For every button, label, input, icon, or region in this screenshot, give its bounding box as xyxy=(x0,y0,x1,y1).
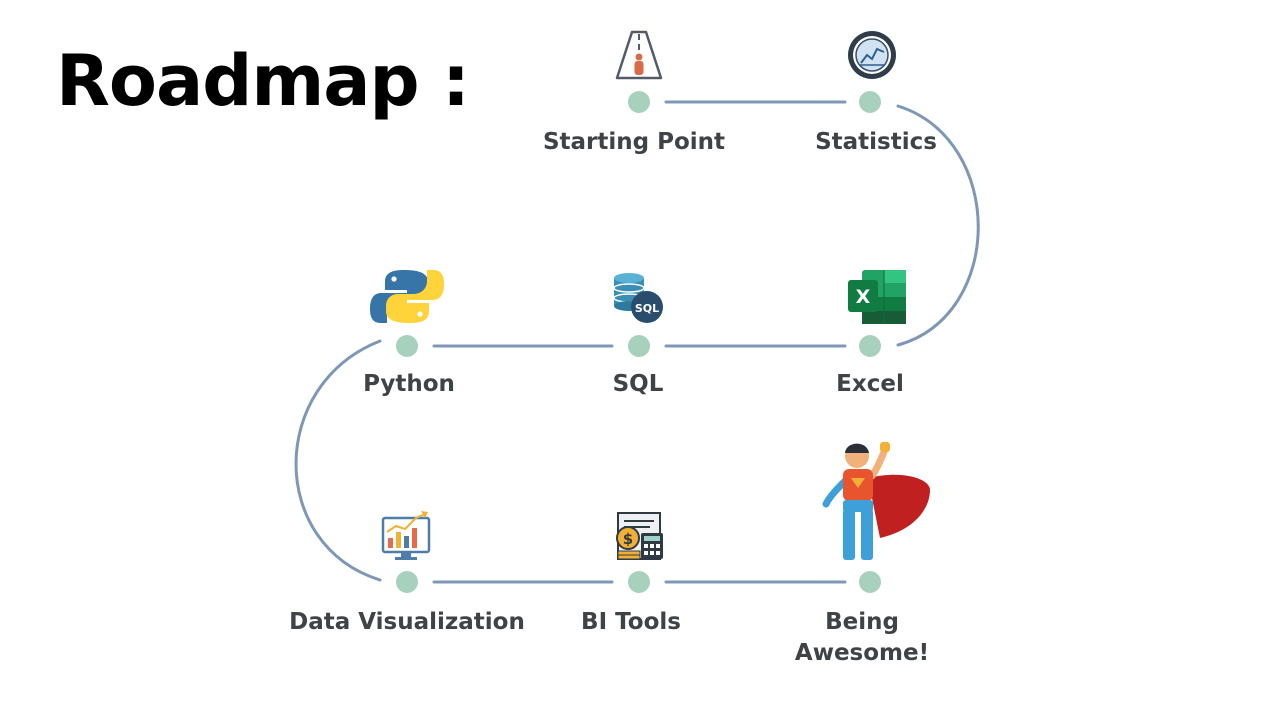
step-label-data-visualization: Data Visualization xyxy=(289,609,525,635)
node-python xyxy=(396,335,418,357)
excel-icon: X xyxy=(848,270,906,324)
node-bi-tools xyxy=(628,571,650,593)
connector-curve xyxy=(294,339,382,582)
node-starting-point xyxy=(628,91,650,113)
step-label-line: Awesome! xyxy=(794,640,930,666)
svg-text:SQL: SQL xyxy=(635,302,659,315)
bi-report-icon: $ xyxy=(616,512,663,560)
step-label-starting-point: Starting Point xyxy=(542,129,726,155)
road-icon xyxy=(615,30,663,80)
page-title: Roadmap : xyxy=(56,40,470,122)
statistics-badge-icon xyxy=(848,31,896,79)
step-label-bi-tools: BI Tools xyxy=(581,609,681,635)
node-being-awesome xyxy=(859,571,881,593)
step-label-statistics: Statistics xyxy=(815,129,937,155)
svg-text:X: X xyxy=(856,286,871,308)
svg-text:$: $ xyxy=(623,530,633,548)
step-label-line: Being xyxy=(825,609,899,635)
roadmap-path xyxy=(294,100,980,584)
superhero-icon xyxy=(822,442,930,560)
step-label-python: Python xyxy=(363,371,455,397)
node-sql xyxy=(628,335,650,357)
sql-database-icon: SQL xyxy=(613,273,663,323)
python-icon xyxy=(370,270,444,323)
roadmap-nodes xyxy=(396,91,881,593)
step-label-excel: Excel xyxy=(836,371,904,397)
connector-curve xyxy=(896,104,980,347)
node-data-visualization xyxy=(396,571,418,593)
step-label-sql: SQL xyxy=(612,371,664,397)
chart-monitor-icon xyxy=(381,511,431,560)
node-statistics xyxy=(859,91,881,113)
step-label-being-awesome: Being Awesome! xyxy=(795,607,929,669)
node-excel xyxy=(859,335,881,357)
